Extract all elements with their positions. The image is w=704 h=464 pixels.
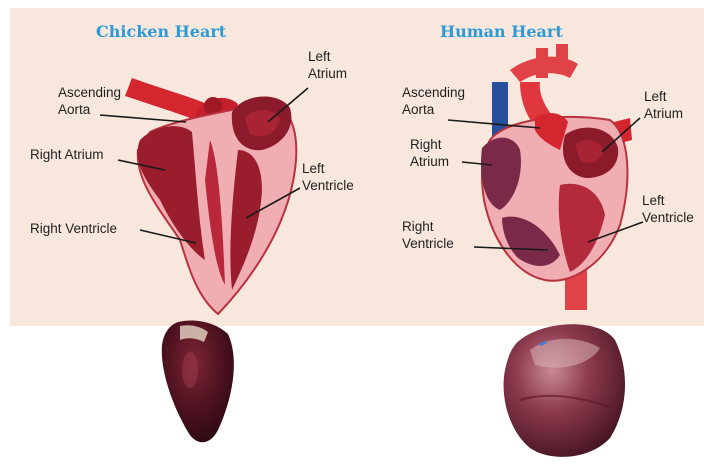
chicken-heart-title: Chicken Heart: [96, 22, 226, 41]
human-heart-diagram: [481, 44, 632, 310]
chicken-heart-diagram: [125, 78, 296, 314]
human-heart-photo: [504, 324, 625, 457]
human-heart-title: Human Heart: [440, 22, 563, 41]
chicken-right-atrium-label: Right Atrium: [30, 146, 104, 163]
chicken-heart-photo: [162, 321, 234, 443]
chicken-right-ventricle-label: Right Ventricle: [30, 220, 117, 237]
